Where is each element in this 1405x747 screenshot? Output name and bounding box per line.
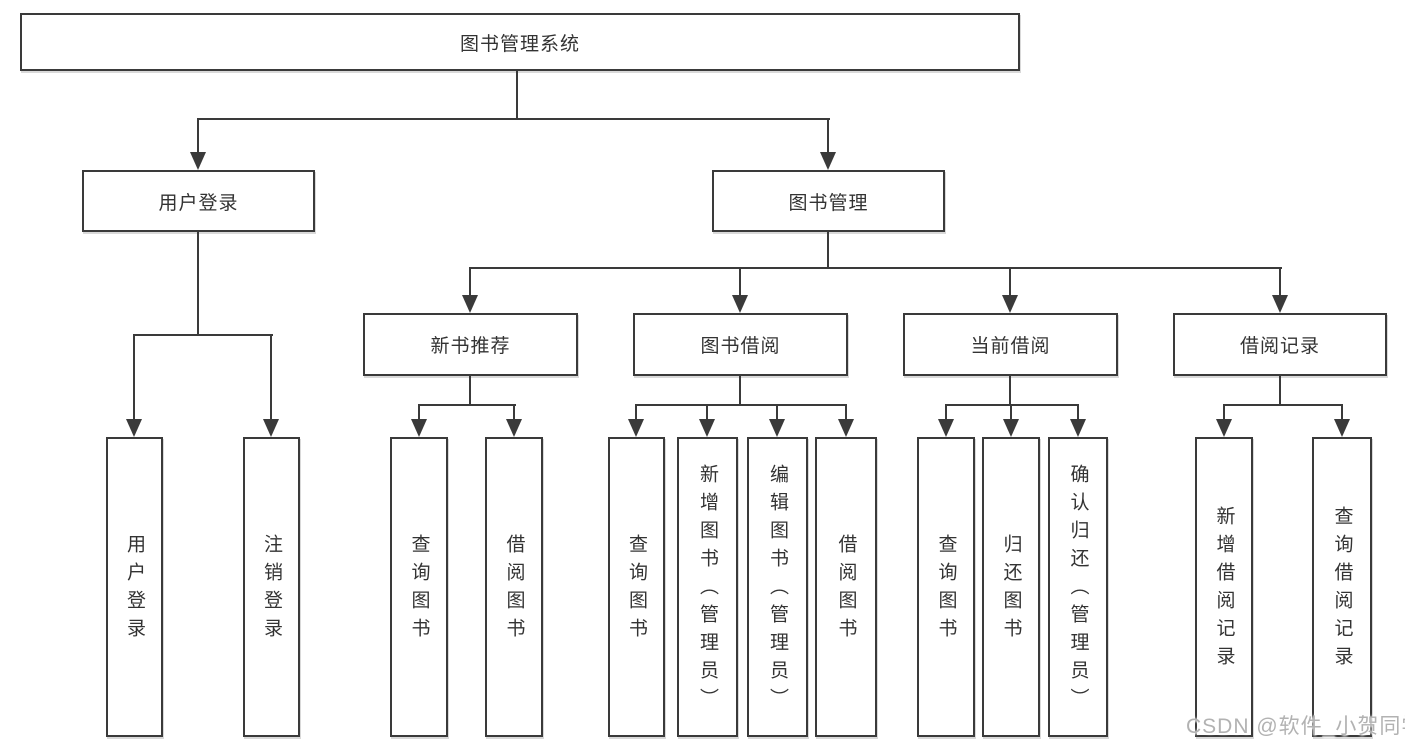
- leaf-borrowing-query-books: 查询图书: [608, 437, 665, 737]
- arrow-down-icon: [1272, 295, 1288, 313]
- connector-line: [133, 334, 135, 422]
- arrow-down-icon: [1002, 295, 1018, 313]
- arrow-down-icon: [820, 152, 836, 170]
- node-user-login: 用户登录: [82, 170, 315, 232]
- connector-line: [469, 376, 471, 406]
- node-book-management: 图书管理: [712, 170, 945, 232]
- connector-line: [197, 232, 199, 336]
- node-new-book-recommend: 新书推荐: [363, 313, 578, 376]
- connector-line: [776, 404, 778, 422]
- arrow-down-icon: [1070, 419, 1086, 437]
- node-current-borrowing: 当前借阅: [903, 313, 1118, 376]
- connector-line: [827, 118, 829, 156]
- arrow-down-icon: [838, 419, 854, 437]
- connector-line: [469, 267, 471, 299]
- arrow-down-icon: [1003, 419, 1019, 437]
- arrow-down-icon: [1216, 419, 1232, 437]
- connector-line: [1077, 404, 1079, 422]
- leaf-records-add-borrow-record: 新增借阅记录: [1195, 437, 1253, 737]
- arrow-down-icon: [126, 419, 142, 437]
- leaf-current-query-books: 查询图书: [917, 437, 975, 737]
- arrow-down-icon: [938, 419, 954, 437]
- connector-line: [1279, 376, 1281, 406]
- connector-line: [516, 71, 518, 119]
- leaf-borrowing-add-books-admin: 新增图书（管理员）: [677, 437, 738, 737]
- connector-line: [706, 404, 708, 422]
- connector-line: [1009, 376, 1011, 406]
- connector-line: [739, 267, 741, 299]
- leaf-user-login: 用户登录: [106, 437, 163, 737]
- connector-line: [1341, 404, 1343, 422]
- leaf-borrowing-borrow-books: 借阅图书: [815, 437, 877, 737]
- connector-line: [270, 334, 272, 422]
- connector-line: [635, 404, 847, 406]
- connector-line: [197, 118, 830, 120]
- leaf-current-confirm-return-admin: 确认归还（管理员）: [1048, 437, 1108, 737]
- connector-line: [513, 404, 515, 422]
- arrow-down-icon: [1334, 419, 1350, 437]
- leaf-borrowing-edit-books-admin: 编辑图书（管理员）: [747, 437, 808, 737]
- connector-line: [945, 404, 947, 422]
- leaf-records-query-borrow-record: 查询借阅记录: [1312, 437, 1372, 737]
- connector-line: [635, 404, 637, 422]
- connector-line: [418, 404, 516, 406]
- connector-line: [739, 376, 741, 406]
- arrow-down-icon: [506, 419, 522, 437]
- arrow-down-icon: [732, 295, 748, 313]
- arrow-down-icon: [411, 419, 427, 437]
- connector-line: [1223, 404, 1225, 422]
- node-library-management-system: 图书管理系统: [20, 13, 1020, 71]
- leaf-newbook-query-books: 查询图书: [390, 437, 448, 737]
- csdn-watermark: CSDN @软件_小贺同学: [1186, 715, 1405, 738]
- connector-line: [827, 232, 829, 269]
- leaf-newbook-borrow-books: 借阅图书: [485, 437, 543, 737]
- connector-line: [945, 404, 1079, 406]
- leaf-current-return-books: 归还图书: [982, 437, 1040, 737]
- connector-line: [845, 404, 847, 422]
- node-borrow-records: 借阅记录: [1173, 313, 1387, 376]
- leaf-logout: 注销登录: [243, 437, 300, 737]
- arrow-down-icon: [769, 419, 785, 437]
- connector-line: [133, 334, 273, 336]
- connector-line: [197, 118, 199, 156]
- connector-line: [1009, 267, 1011, 299]
- connector-line: [1010, 404, 1012, 422]
- arrow-down-icon: [699, 419, 715, 437]
- connector-line: [469, 267, 1282, 269]
- connector-line: [418, 404, 420, 422]
- arrow-down-icon: [462, 295, 478, 313]
- arrow-down-icon: [263, 419, 279, 437]
- connector-line: [1223, 404, 1343, 406]
- node-book-borrowing: 图书借阅: [633, 313, 848, 376]
- connector-line: [1279, 267, 1281, 299]
- arrow-down-icon: [190, 152, 206, 170]
- arrow-down-icon: [628, 419, 644, 437]
